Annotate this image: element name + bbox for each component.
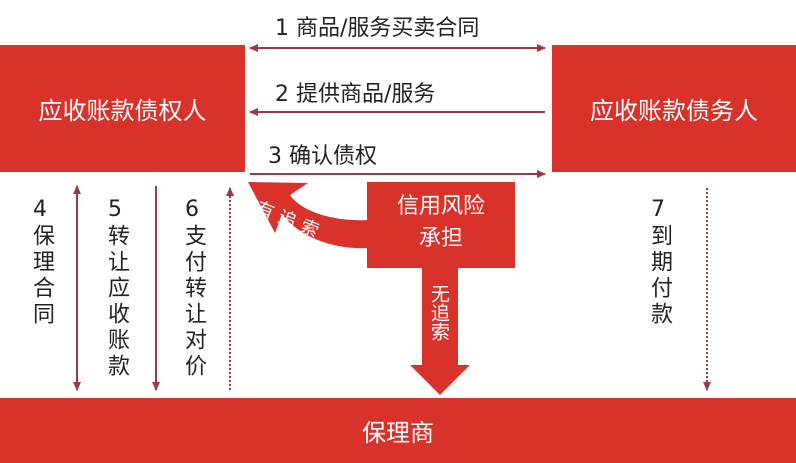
flow-3-label: 3 确认债权: [268, 144, 377, 169]
flow-5-label: 转让应收账款: [104, 224, 129, 380]
factor-box: 保理商: [0, 398, 796, 463]
flow-4-num: 4: [33, 197, 47, 222]
risk-title-1: 信用风险: [396, 194, 485, 219]
flow-5-num: 5: [108, 197, 122, 222]
without-recourse-arrow: [410, 268, 470, 395]
flow-7-num: 7: [651, 197, 665, 222]
with-recourse-arrow: [248, 182, 370, 249]
risk-title-2: 承担: [418, 226, 463, 251]
creditor-box: 应收账款债权人: [0, 45, 245, 172]
risk-box: [367, 182, 515, 268]
debtor-box: 应收账款债务人: [552, 45, 796, 172]
flow-4-label: 保理合同: [29, 224, 54, 328]
flow-2-label: 2 提供商品/服务: [275, 82, 436, 107]
flow-7-label: 到期付款: [647, 224, 672, 328]
flow-6-num: 6: [185, 197, 199, 222]
flow-1-label: 1 商品/服务买卖合同: [275, 16, 480, 41]
without-recourse-label: 无追索: [428, 284, 450, 341]
flow-6-label: 支付转让对价: [181, 224, 206, 380]
